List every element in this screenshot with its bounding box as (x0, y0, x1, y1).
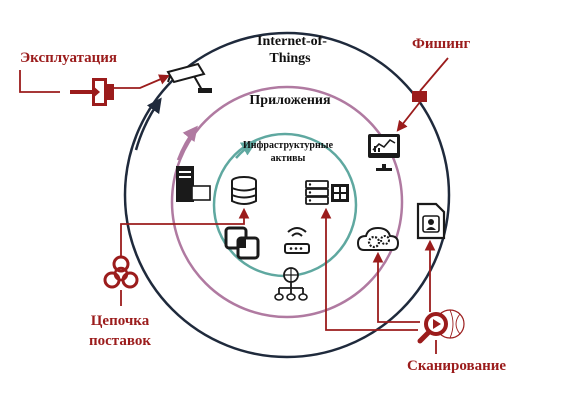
exploitation-arrow (114, 74, 170, 89)
supply-chain-label-line2: поставок (89, 333, 151, 349)
middle-ring-label: Приложения (249, 93, 331, 108)
outer-ring (123, 31, 451, 359)
inner-ring-label-line1: Инфраструктурные (243, 140, 334, 151)
outer-ring-label-line2: Things (269, 51, 311, 66)
sim-card-icon (416, 202, 446, 240)
phishing-label: Фишинг (412, 36, 470, 52)
server-tower-icon (176, 166, 211, 202)
exploitation-label: Эксплуатация (20, 50, 117, 66)
middle-ring-arrow (176, 125, 198, 161)
magnifier-icon (417, 309, 465, 344)
exit-door-icon (70, 78, 114, 106)
inner-ring-arrow (235, 141, 257, 159)
cloud-gears-icon (356, 226, 400, 251)
wifi-router-icon (284, 227, 310, 254)
outer-ring-arrow (134, 97, 162, 151)
inner-ring-label-line2: активы (271, 153, 306, 164)
supply-chain-label-line1: Цепочка (91, 313, 150, 329)
phishing-arrow (398, 57, 449, 130)
biohazard-icon (103, 255, 139, 289)
outer-ring-label-line1: Internet-of- (257, 34, 327, 49)
monitor-chart-icon (368, 134, 400, 171)
vmware-icon (224, 226, 260, 260)
supply-chain-arrow (120, 207, 250, 258)
scanning-arrow-to-cloud (372, 251, 420, 323)
scanning-arrow-to-server (320, 207, 418, 331)
hook-marker-icon (412, 91, 427, 102)
exploitation-connector (19, 70, 60, 93)
middle-ring (170, 85, 404, 319)
database-icon (231, 176, 257, 205)
scanning-label: Сканирование (407, 358, 506, 374)
security-camera-icon (166, 62, 212, 93)
network-hierarchy-icon (274, 267, 308, 301)
server-rack-windows-icon (305, 180, 349, 205)
